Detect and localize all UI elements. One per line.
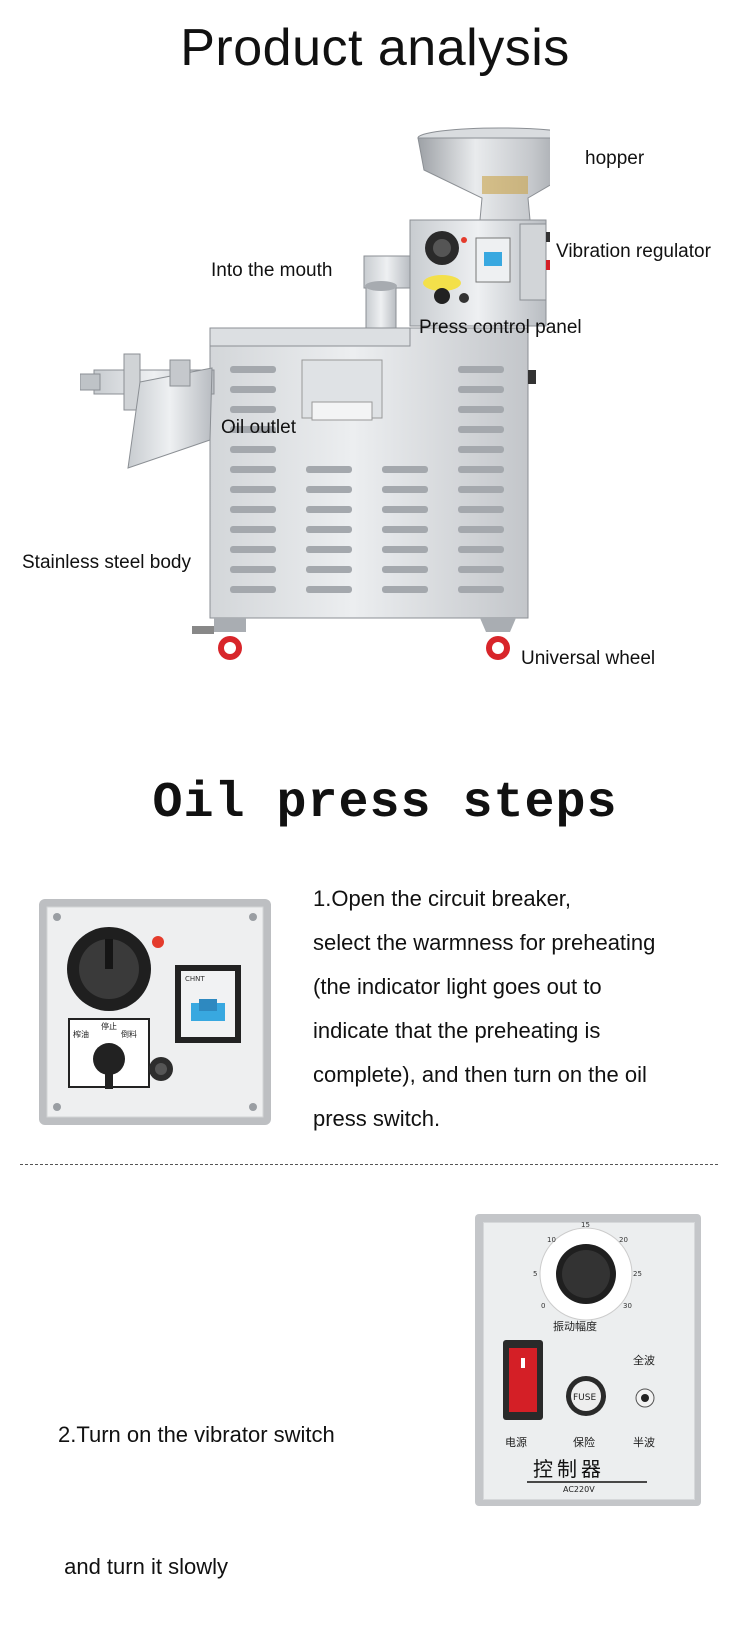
step1-line: (the indicator light goes out to: [313, 974, 602, 999]
vent-slot: [306, 486, 352, 493]
vent-slot: [306, 526, 352, 533]
svg-text:振动幅度: 振动幅度: [553, 1319, 597, 1333]
control-box-shape: [409, 219, 550, 327]
vent-slot: [382, 466, 428, 473]
step1-text: 1.Open the circuit breaker, select the w…: [313, 877, 655, 1141]
step1-control-panel-image: CHNT 停止 榨油 倒料: [39, 899, 271, 1125]
vent-slot: [230, 486, 276, 493]
svg-text:AC220V: AC220V: [563, 1485, 595, 1494]
vent-slot: [230, 586, 276, 593]
body-vent-slots: [230, 366, 504, 593]
vent-slot: [230, 386, 276, 393]
step1-line: select the warmness for preheating: [313, 930, 656, 955]
label-universal-wheel: Universal wheel: [521, 648, 656, 669]
vent-slot: [306, 586, 352, 593]
svg-text:30: 30: [623, 1302, 632, 1310]
svg-text:全波: 全波: [633, 1353, 655, 1367]
vent-slot: [230, 446, 276, 453]
step2-line: and turn it slowly: [58, 1554, 228, 1579]
vent-slot: [382, 566, 428, 573]
vent-slot: [458, 446, 504, 453]
vent-slot: [458, 366, 504, 373]
label-oil-outlet: Oil outlet: [221, 417, 296, 438]
svg-text:0: 0: [541, 1302, 545, 1310]
vent-slot: [306, 566, 352, 573]
breaker-brand-text: CHNT: [185, 975, 205, 983]
label-into-the-mouth: Into the mouth: [211, 260, 333, 281]
vent-slot: [458, 506, 504, 513]
step1-line: 1.Open the circuit breaker,: [313, 886, 572, 911]
step2-vibration-controller-image: 15 10 20 25 30 5 0 振动幅度 全波 FUSE 电源 保险 半波…: [475, 1214, 701, 1506]
vent-slot: [306, 466, 352, 473]
vent-slot: [458, 526, 504, 533]
vent-slot: [458, 486, 504, 493]
vent-slot: [230, 466, 276, 473]
svg-text:倒料: 倒料: [121, 1029, 137, 1039]
oil-press-machine-illustration: [80, 127, 550, 660]
vent-slot: [458, 406, 504, 413]
svg-text:电源: 电源: [505, 1435, 527, 1449]
step2-text: 2.Turn on the vibrator switch and turn i…: [58, 1325, 335, 1633]
vent-slot: [306, 546, 352, 553]
svg-text:25: 25: [633, 1270, 642, 1278]
vent-slot: [382, 486, 428, 493]
svg-text:FUSE: FUSE: [573, 1393, 596, 1403]
svg-text:20: 20: [619, 1236, 628, 1244]
section-title-oil-press-steps: Oil press steps: [152, 775, 618, 832]
svg-text:10: 10: [547, 1236, 556, 1244]
vent-slot: [230, 546, 276, 553]
vent-slot: [230, 426, 276, 433]
label-stainless-steel-body: Stainless steel body: [22, 552, 191, 573]
label-hopper: hopper: [585, 148, 645, 169]
vent-slot: [230, 406, 276, 413]
label-press-control-panel: Press control panel: [419, 317, 582, 338]
vent-slot: [458, 566, 504, 573]
vent-slot: [458, 426, 504, 433]
vent-slot: [230, 506, 276, 513]
label-vibration-regulator: Vibration regulator: [556, 241, 711, 262]
vent-slot: [382, 586, 428, 593]
vent-slot: [458, 586, 504, 593]
wheel-shapes: [192, 618, 516, 660]
vent-slot: [230, 566, 276, 573]
svg-text:保险: 保险: [573, 1435, 595, 1449]
step1-line: indicate that the preheating is: [313, 1018, 601, 1043]
vent-slot: [382, 506, 428, 513]
section-title-product-analysis: Product analysis: [180, 19, 570, 77]
step-divider: [20, 1164, 718, 1165]
vent-slot: [382, 526, 428, 533]
svg-text:15: 15: [581, 1221, 590, 1229]
vent-slot: [458, 386, 504, 393]
step1-line: press switch.: [313, 1106, 441, 1131]
step2-line: 2.Turn on the vibrator switch: [58, 1422, 335, 1447]
hopper-shape: [417, 127, 550, 221]
outlet-screw-shape: [80, 353, 215, 469]
vent-slot: [382, 546, 428, 553]
vent-slot: [306, 506, 352, 513]
svg-text:停止: 停止: [101, 1021, 117, 1031]
svg-text:半波: 半波: [633, 1435, 655, 1449]
vent-slot: [458, 546, 504, 553]
vent-slot: [230, 526, 276, 533]
feed-mouth-shape: [363, 255, 411, 329]
svg-text:5: 5: [533, 1270, 537, 1278]
vent-slot: [458, 466, 504, 473]
svg-text:榨油: 榨油: [73, 1029, 89, 1039]
vent-slot: [230, 366, 276, 373]
step1-line: complete), and then turn on the oil: [313, 1062, 647, 1087]
svg-text:控制器: 控制器: [533, 1457, 605, 1481]
